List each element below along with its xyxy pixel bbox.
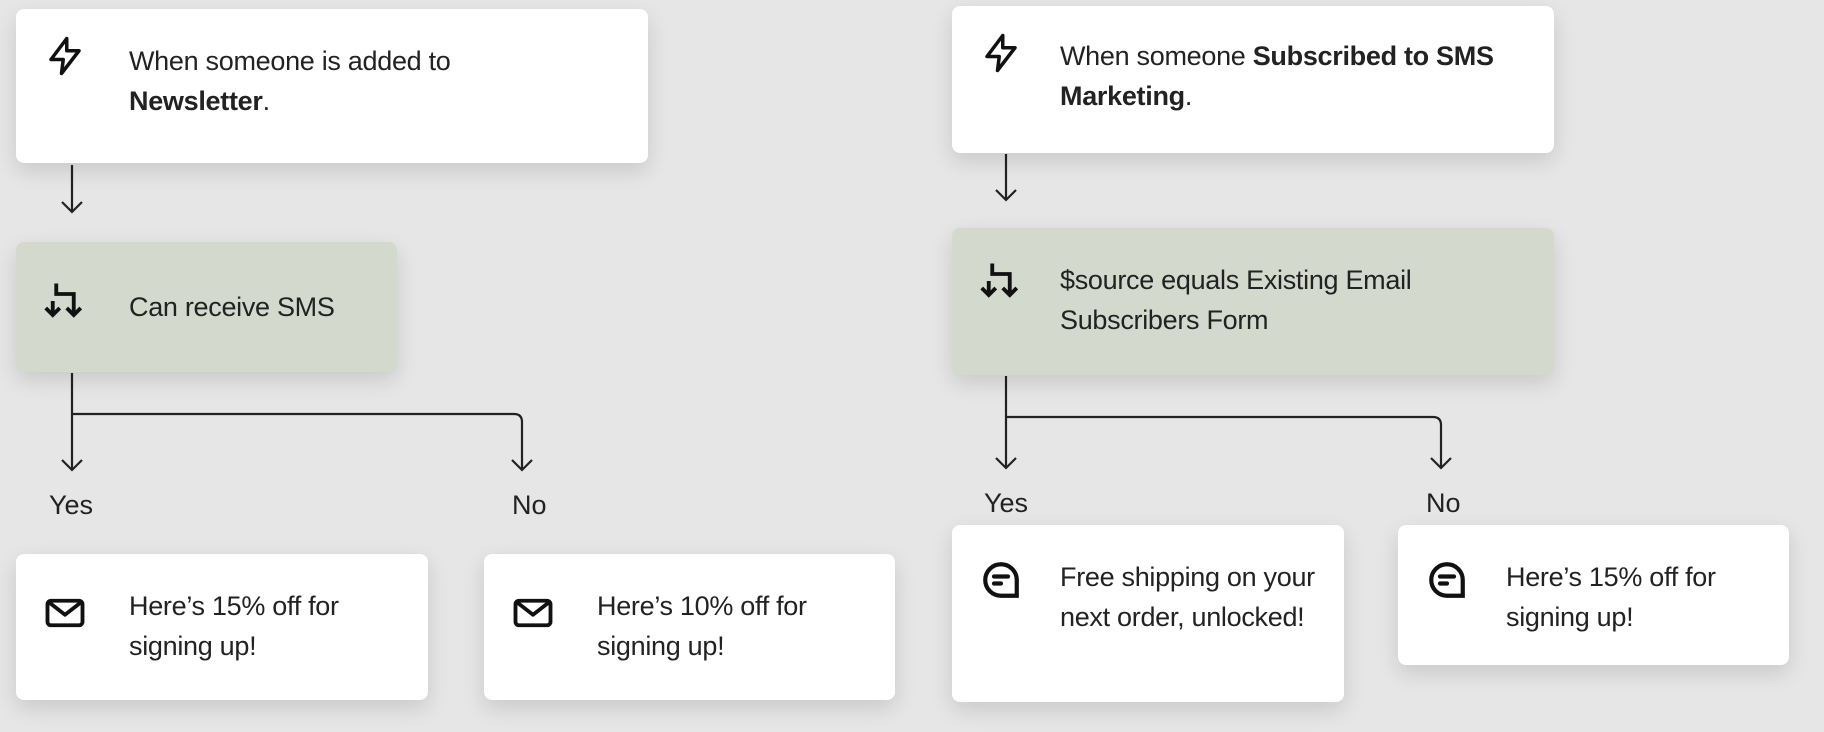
email-icon (45, 598, 85, 628)
action-card-email-15[interactable]: Here’s 15% off for signing up! (16, 554, 428, 700)
split-icon (980, 263, 1019, 298)
email-icon (513, 598, 553, 628)
trigger-text: When someone is added to Newsletter. (129, 41, 628, 121)
yes-label: Yes (984, 488, 1029, 518)
split-icon (44, 283, 83, 318)
trigger-list-name: Newsletter (129, 86, 263, 116)
trigger-card-sms-marketing[interactable]: When someone Subscribed to SMS Marketing… (952, 6, 1554, 153)
lightning-icon (49, 36, 81, 76)
action-card-sms-free-shipping[interactable]: Free shipping on your next order, unlock… (952, 525, 1344, 702)
condition-text: $source equals Existing Email Subscriber… (1060, 265, 1412, 335)
yes-label: Yes (49, 490, 94, 520)
trigger-prefix: When someone (1060, 41, 1246, 71)
trigger-card-newsletter[interactable]: When someone is added to Newsletter. (16, 9, 648, 163)
action-text: Here’s 15% off for signing up! (129, 591, 339, 661)
action-text: Here’s 15% off for signing up! (1506, 562, 1716, 632)
condition-card-source-equals[interactable]: $source equals Existing Email Subscriber… (952, 228, 1554, 375)
action-text: Free shipping on your next order, unlock… (1060, 562, 1315, 632)
lightning-icon (985, 33, 1017, 73)
action-card-sms-15[interactable]: Here’s 15% off for signing up! (1398, 525, 1789, 665)
condition-text: Can receive SMS (129, 292, 335, 322)
no-label: No (512, 490, 547, 520)
branch-connector-left (61, 373, 533, 472)
trigger-text: When someone Subscribed to SMS Marketing… (1060, 36, 1534, 116)
trigger-suffix: . (262, 86, 271, 116)
branch-connector-right (995, 376, 1452, 470)
trigger-prefix: When someone is added to (129, 46, 451, 76)
connector-trigger-to-condition-left (61, 165, 83, 214)
trigger-list-name: Subscribed to SMS Marketing (1060, 41, 1494, 111)
sms-icon (983, 562, 1019, 598)
condition-card-can-receive-sms[interactable]: Can receive SMS (16, 242, 397, 372)
action-text: Here’s 10% off for signing up! (597, 591, 807, 661)
action-card-email-10[interactable]: Here’s 10% off for signing up! (484, 554, 895, 700)
sms-icon (1429, 562, 1465, 598)
connector-trigger-to-condition-right (995, 154, 1017, 202)
no-label: No (1426, 488, 1461, 518)
trigger-suffix: . (1184, 81, 1193, 111)
